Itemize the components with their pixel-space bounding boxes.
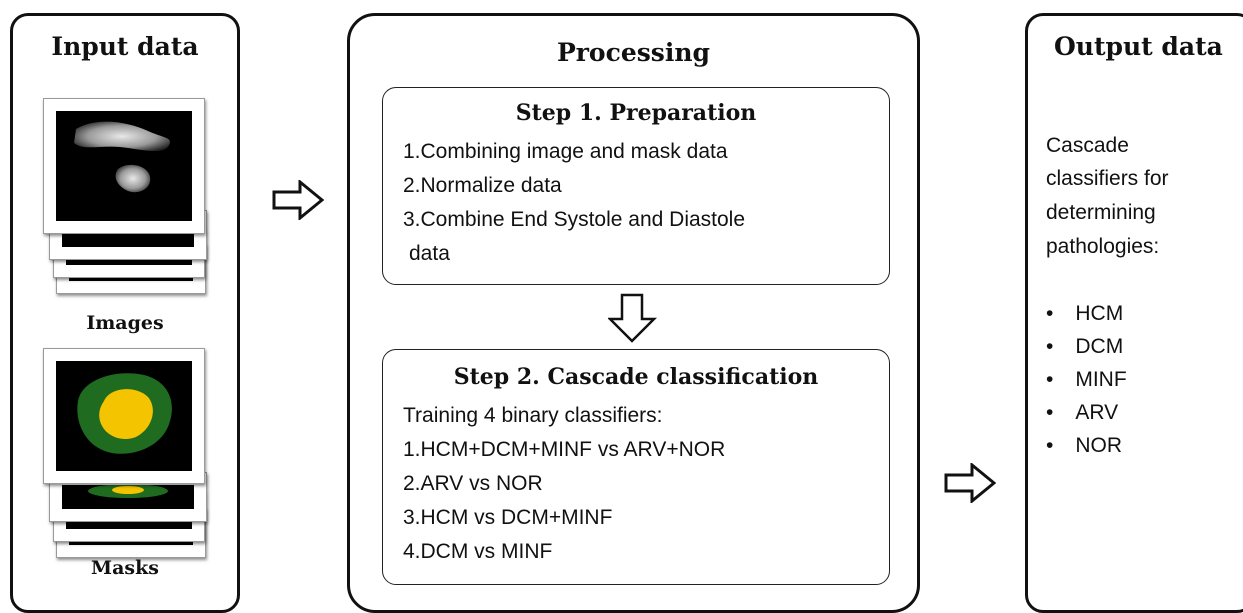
output-description: pathologies: [1046,235,1160,258]
processing-title: Processing [556,38,711,67]
mask-ring-icon [77,373,172,454]
step2-box: Step 2. Cascade classification Training … [382,349,890,585]
step2-line: 3.HCM vs DCM+MINF [403,506,613,529]
cardiac-mri-image [56,111,192,221]
step1-line: data [409,242,450,265]
step1-title: Step 1. Preparation [515,100,757,126]
list-item: •ARV [1046,401,1119,424]
step1-line: 2.Normalize data [403,174,562,197]
step2-line: 1.HCM+DCM+MINF vs ARV+NOR [403,438,726,461]
list-item: •MINF [1046,368,1127,391]
step2-line: 2.ARV vs NOR [403,472,543,495]
output-description: classifiers for [1046,167,1169,190]
step2-line: Training 4 binary classifiers: [403,404,663,427]
bullet-dot-icon: • [1046,335,1054,358]
step2-line: 4.DCM vs MINF [403,540,553,563]
step1-line: 3.Combine End Systole and Diastole [403,208,746,231]
image-frame-front [43,98,205,234]
bullet-dot-icon: • [1046,302,1054,325]
right-arrow-icon [944,463,996,503]
segmentation-mask [56,361,192,471]
input-data-title: Input data [51,32,199,61]
output-data-panel: Output data Cascade classifiers for dete… [1025,13,1243,613]
input-data-panel: Input data Image [10,13,240,613]
list-item: •HCM [1046,302,1124,325]
list-item: •NOR [1046,434,1123,457]
down-arrow-icon [608,293,658,343]
mri-blob-icon [74,121,170,193]
right-arrow-icon [272,180,324,220]
mask-frame-front [43,348,205,484]
step1-line: 1.Combining image and mask data [403,140,728,163]
list-item: •DCM [1046,335,1124,358]
output-description: Cascade [1046,134,1129,157]
bullet-dot-icon: • [1046,401,1054,424]
bullet-dot-icon: • [1046,368,1054,391]
masks-caption: Masks [91,557,159,579]
step1-box: Step 1. Preparation 1.Combining image an… [382,87,890,285]
step2-title: Step 2. Cascade classification [453,364,819,390]
bullet-dot-icon: • [1046,434,1054,457]
processing-panel: Processing Step 1. Preparation 1.Combini… [347,13,920,613]
output-description: determining [1046,201,1156,224]
output-data-title: Output data [1054,32,1223,61]
images-caption: Images [86,312,164,334]
